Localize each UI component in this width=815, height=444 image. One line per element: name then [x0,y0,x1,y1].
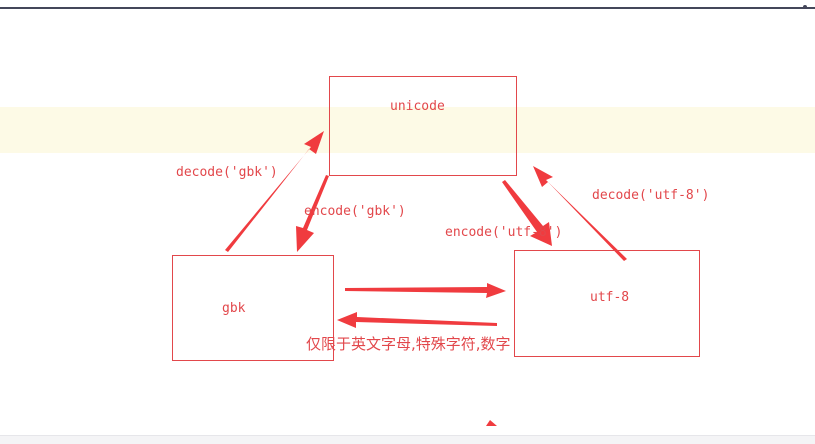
edge-label-encode-utf8: encode('utf-8') [445,225,563,240]
stray-mark [486,420,497,426]
arrow-utf8-to-unicode [533,166,627,261]
arrow-gbk-to-unicode [225,131,324,252]
node-utf8-label: utf-8 [590,290,630,305]
node-unicode [329,76,517,176]
node-utf8 [514,250,700,357]
edge-label-decode-gbk: decode('gbk') [176,165,278,180]
highlight-band [0,107,815,153]
window-dot [803,5,807,9]
arrow-utf8-to-gbk [337,312,497,328]
bottom-strip [0,435,815,444]
node-gbk [172,255,334,361]
edge-label-decode-utf8: decode('utf-8') [592,188,710,203]
arrow-gbk-to-utf8 [345,283,506,298]
note-text: 仅限于英文字母,特殊字符,数字 [306,335,511,353]
top-border [0,7,815,9]
arrow-unicode-to-utf8 [502,180,552,246]
node-gbk-label: gbk [222,301,246,316]
edge-label-encode-gbk: encode('gbk') [304,204,406,219]
arrow-unicode-to-gbk [296,175,329,252]
node-unicode-label: unicode [390,99,445,114]
